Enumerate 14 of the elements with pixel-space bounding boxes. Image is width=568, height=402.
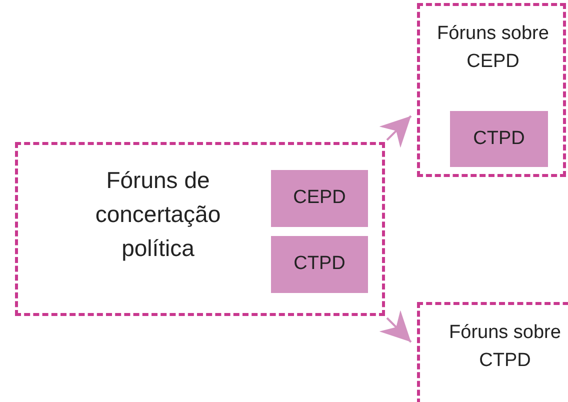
dashed-group-box <box>417 3 566 177</box>
dashed-group-box <box>417 302 568 402</box>
node-label: Fóruns de concertação política <box>94 166 222 263</box>
arrow <box>379 115 412 148</box>
arrow <box>379 310 412 343</box>
term-box <box>271 236 368 293</box>
dashed-group-box <box>15 142 385 316</box>
node-label: Fóruns sobre CEPD <box>436 22 550 74</box>
node-label: CEPD <box>293 186 346 210</box>
node-label: CTPD <box>473 126 525 151</box>
node-label: CTPD <box>294 252 346 276</box>
term-box <box>271 170 368 227</box>
term-box <box>450 111 548 167</box>
node-label: Fóruns sobre CTPD <box>448 321 562 373</box>
